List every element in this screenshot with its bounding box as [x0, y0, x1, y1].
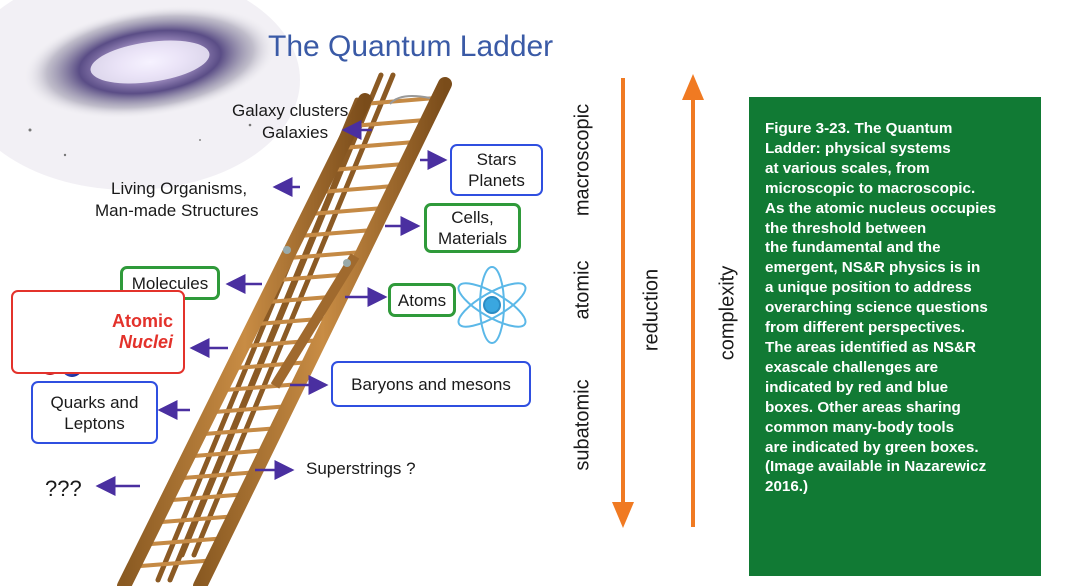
box-atoms: Atoms — [388, 283, 456, 317]
caption-line: Ladder: physical systems — [765, 139, 951, 157]
ladder-rung — [309, 206, 384, 216]
leptons-text: Leptons — [64, 413, 125, 433]
ladder-rung — [288, 250, 363, 260]
ladder-rung — [161, 514, 238, 524]
caption-line: at various scales, from — [765, 159, 930, 177]
ladder-rung — [331, 162, 405, 172]
atomic-text: Atomic — [111, 311, 173, 331]
caption-line: are indicated by green boxes. — [765, 438, 979, 456]
baryons-text: Baryons and mesons — [351, 374, 511, 394]
cells-text: Cells, — [451, 208, 494, 227]
ladder-rung — [214, 404, 290, 414]
caption-line: (Image available in Nazarewicz — [765, 458, 987, 476]
ladder-rung — [151, 536, 228, 546]
ladder-rung — [362, 96, 436, 106]
caption-line: overarching science questions — [765, 299, 988, 317]
ladder-rung — [193, 448, 269, 458]
scale-subatomic: subatomic — [571, 379, 594, 471]
caption-line: the fundamental and the — [765, 239, 941, 257]
caption-line: boxes. Other areas sharing — [765, 398, 961, 416]
ladder-rung — [320, 184, 394, 194]
ladder-rung — [172, 492, 248, 502]
galaxy-image — [0, 0, 300, 190]
box-cells-materials: Cells, Materials — [424, 203, 521, 253]
label-complexity: complexity — [716, 265, 739, 361]
diagram-title: The Quantum Ladder — [268, 30, 554, 63]
caption-line: common many-body tools — [765, 418, 955, 436]
caption-line: the threshold between — [765, 219, 927, 237]
molecules-text: Molecules — [131, 273, 209, 293]
caption-line: microscopic to macroscopic. — [765, 179, 976, 197]
scale-macroscopic: macroscopic — [571, 103, 594, 217]
label-galaxy-clusters: Galaxy clusters — [232, 101, 349, 120]
ladder-rung — [299, 228, 374, 238]
label-superstrings: Superstrings ? — [306, 459, 416, 478]
materials-text: Materials — [438, 229, 507, 248]
box-stars-planets: Stars Planets — [450, 144, 543, 196]
caption-line: The areas identified as NS&R — [765, 338, 977, 356]
label-man-made-structures: Man-made Structures — [95, 201, 259, 220]
ladder-rung — [341, 140, 415, 150]
atoms-text: Atoms — [397, 290, 447, 310]
caption-line: from different perspectives. — [765, 319, 966, 337]
ladder-rung — [182, 470, 259, 480]
label-living-organisms: Living Organisms, — [111, 179, 248, 198]
box-atomic-nuclei: Atomic Nuclei — [11, 290, 185, 374]
caption-line: 2016.) — [765, 478, 809, 496]
quarks-text: Quarks and — [50, 392, 139, 412]
box-baryons-mesons: Baryons and mesons — [331, 361, 531, 407]
label-galaxies: Galaxies — [262, 123, 329, 142]
ladder-rung — [225, 382, 301, 392]
ladder-rung — [140, 558, 217, 568]
caption-line: a unique position to address — [765, 279, 972, 297]
label-unknown: ??? — [45, 476, 82, 501]
ladder — [117, 72, 452, 586]
ladder-rung — [204, 426, 280, 436]
ladder-rung — [352, 118, 426, 128]
label-reduction: reduction — [640, 268, 663, 352]
atom-icon — [457, 266, 527, 344]
caption-line: emergent, NS&R physics is in — [765, 259, 981, 277]
complexity-arrow — [682, 74, 704, 527]
caption-line: Figure 3-23. The Quantum — [765, 120, 953, 137]
nuclei-text: Nuclei — [118, 332, 173, 352]
reduction-arrow — [612, 78, 634, 528]
planets-text: Planets — [468, 171, 525, 190]
caption-line: exascale challenges are — [765, 358, 939, 376]
stars-text: Stars — [476, 150, 517, 169]
box-quarks-leptons: Quarks and Leptons — [31, 381, 158, 444]
pointer-arrows — [95, 120, 448, 496]
scale-atomic: atomic — [571, 260, 594, 320]
caption-line: indicated by red and blue — [765, 378, 949, 396]
ladder-rung — [235, 360, 311, 370]
caption-line: As the atomic nucleus occupies — [765, 199, 997, 217]
